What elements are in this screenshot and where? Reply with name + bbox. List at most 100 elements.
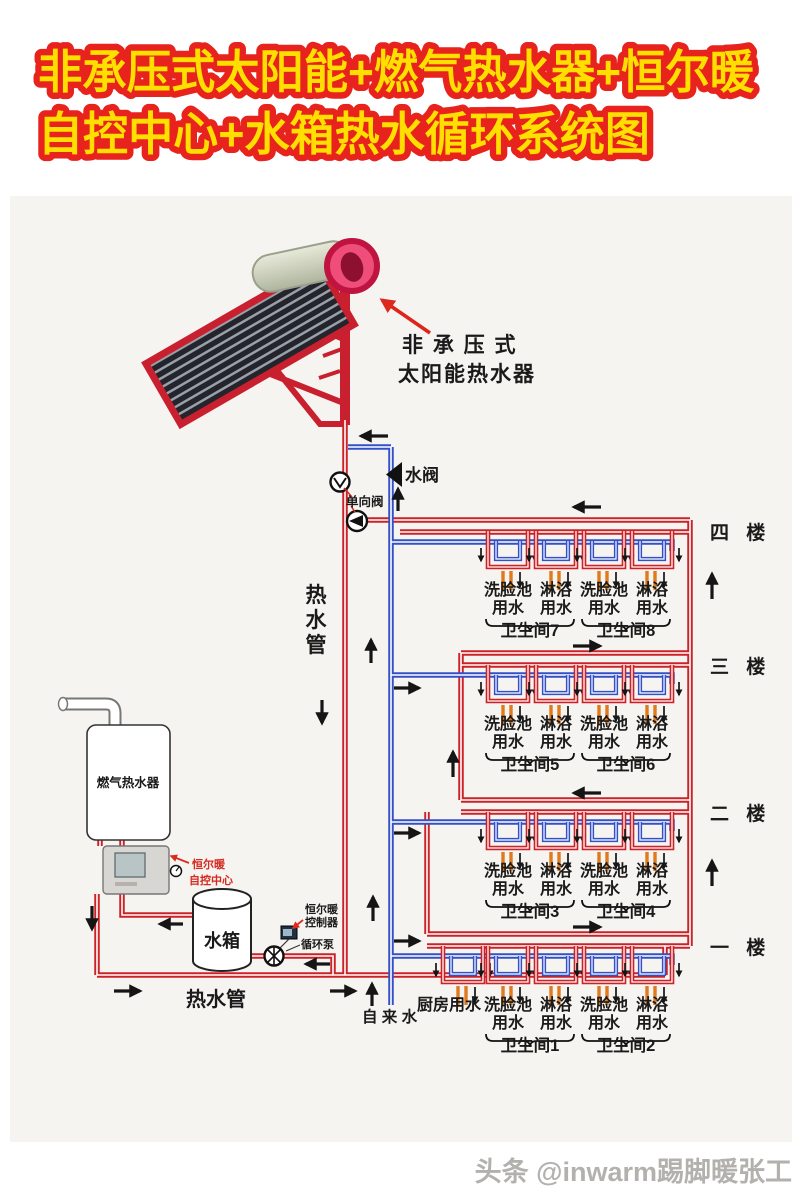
flue-end (57, 696, 69, 712)
bathroom-brace (485, 752, 575, 767)
tank-top (192, 888, 252, 910)
controller-leader (291, 919, 304, 929)
water-valve-icon (386, 462, 402, 487)
fixture-label: 淋浴 (540, 580, 573, 599)
fixture-label: 淋浴 (636, 861, 669, 880)
check-valve-glyph (349, 515, 363, 527)
pump-label: 循环泵 (301, 937, 334, 951)
fixture-label: 洗脸池 (580, 580, 628, 599)
bathroom-label: 卫生间7 (501, 620, 560, 640)
fixture-label: 用水 (540, 879, 573, 898)
fixture-label: 用水 (588, 598, 621, 617)
bathroom-label: 卫生间8 (597, 620, 656, 640)
flow-arrows (85, 429, 719, 1006)
fixture-label: 用水 (588, 879, 621, 898)
solar-pointer-arrow (379, 298, 432, 335)
fixture-label: 用水 (492, 732, 525, 751)
fixture-label: 用水 (588, 1013, 621, 1032)
bathroom-label: 卫生间2 (597, 1035, 656, 1055)
fixture-label: 用水 (588, 732, 621, 751)
hot-pipe-vertical-label: 水 (306, 609, 328, 632)
fixture-label: 淋浴 (540, 861, 573, 880)
fixture-label: 用水 (540, 732, 573, 751)
fixture-label: 洗脸池 (484, 995, 532, 1014)
bathroom-brace (581, 618, 671, 633)
circulation-controller: 恒尔暖 控制器 循环泵 (263, 902, 339, 967)
check-valve-leaders (343, 487, 356, 513)
title-line1: 非承压式太阳能+燃气热水器+恒尔暖 (38, 46, 755, 98)
floor-label: 二 楼 (710, 802, 771, 825)
fixture-label: 洗脸池 (484, 580, 532, 599)
control-center-label-line2: 自控中心 (189, 873, 233, 887)
title-line2: 自控中心+水箱热水循环系统图 (38, 108, 650, 160)
floor-label: 三 楼 (710, 655, 771, 678)
control-center-leader (169, 854, 190, 864)
floor-3: 洗脸池 淋浴 洗脸池 淋浴 用水 用水 用水 用水 卫生间5 卫生间6 三 楼 (481, 655, 771, 774)
floor-1: 厨房用水 洗脸池 淋浴 洗脸池 淋浴 用水 用水 用水 用水 卫生间1 卫生间2… (417, 936, 771, 1055)
bathroom-brace (485, 1033, 575, 1048)
diagram-panel (10, 196, 792, 1142)
control-center-buttons (115, 882, 137, 886)
bathroom-label: 卫生间5 (501, 754, 560, 774)
fixture-label: 用水 (636, 598, 669, 617)
bathroom-brace (581, 899, 671, 914)
fixture-label: 洗脸池 (580, 714, 628, 733)
solar-collector-tubes (141, 258, 359, 430)
solar-label-line1: 非 承 压 式 (402, 334, 518, 357)
fixture-label: 用水 (492, 1013, 525, 1032)
fixture-label: 洗脸池 (580, 995, 628, 1014)
fixture-label: 淋浴 (636, 580, 669, 599)
floor-4: 洗脸池 淋浴 洗脸池 淋浴 用水 用水 用水 用水 卫生间7 卫生间8 四 楼 (481, 521, 765, 640)
fixture-label: 用水 (492, 879, 525, 898)
bathroom-label: 卫生间6 (597, 754, 656, 774)
check-valve-label: 单向阀 (346, 494, 384, 509)
tap-water-label: 自 来 水 (362, 1007, 418, 1026)
solar-tank-cap-center (340, 252, 364, 282)
check-valve-icon (329, 471, 351, 493)
hot-pipe-vertical-label: 管 (306, 633, 327, 657)
fixture-label: 洗脸池 (484, 861, 532, 880)
fixture-label: 用水 (636, 879, 669, 898)
solar-water-heater: 非 承 压 式 太阳能热水器 (141, 238, 536, 430)
fixture-label: 洗脸池 (580, 861, 628, 880)
bathroom-brace (485, 618, 575, 633)
fixture-label: 洗脸池 (484, 714, 532, 733)
fixture-label: 用水 (492, 598, 525, 617)
fixture-label-kitchen: 厨房用水 (417, 995, 482, 1014)
water-tank: 水箱 (192, 888, 252, 972)
pump-leader (285, 944, 301, 952)
solar-label-line2: 太阳能热水器 (398, 362, 536, 386)
fixture-label: 用水 (636, 1013, 669, 1032)
floor-label: 一 楼 (710, 936, 771, 959)
control-center-screen (114, 852, 146, 878)
tank-label: 水箱 (204, 930, 240, 951)
check-valve-glyph (333, 477, 347, 489)
check-valve: 单向阀 (329, 471, 384, 533)
controller-screen (283, 929, 292, 936)
fixture-label: 淋浴 (636, 714, 669, 733)
fixture-label: 用水 (636, 732, 669, 751)
fixture-label: 淋浴 (540, 995, 573, 1014)
floor-2: 洗脸池 淋浴 洗脸池 淋浴 用水 用水 用水 用水 卫生间3 卫生间4 二 楼 (481, 802, 771, 921)
bathroom-brace (485, 899, 575, 914)
fixture-label: 淋浴 (540, 714, 573, 733)
gas-water-heater: 燃气热水器 (57, 696, 171, 841)
water-valve-label: 水阀 (405, 465, 439, 485)
gauge-needle (175, 866, 180, 872)
hot-pipe-label: 热水管 (186, 987, 246, 1011)
bathroom-label: 卫生间1 (501, 1035, 560, 1055)
controller-label-line1: 恒尔暖 (305, 902, 339, 916)
pump-spokes (267, 946, 281, 966)
bathroom-label: 卫生间4 (597, 901, 657, 921)
fixture-label: 淋浴 (636, 995, 669, 1014)
fixture-label: 用水 (540, 1013, 573, 1032)
control-center: 恒尔暖 自控中心 (102, 845, 233, 895)
fixture-label: 用水 (540, 598, 573, 617)
water-valve: 水阀 (386, 462, 439, 487)
flue-pipe-core (63, 699, 120, 727)
tank-body (192, 899, 252, 972)
watermark: 头条 @inwarm踢脚暖张工 (475, 1157, 792, 1187)
gas-heater-label: 燃气热水器 (97, 775, 160, 790)
hot-pipe-vertical-label: 热 (306, 583, 327, 607)
